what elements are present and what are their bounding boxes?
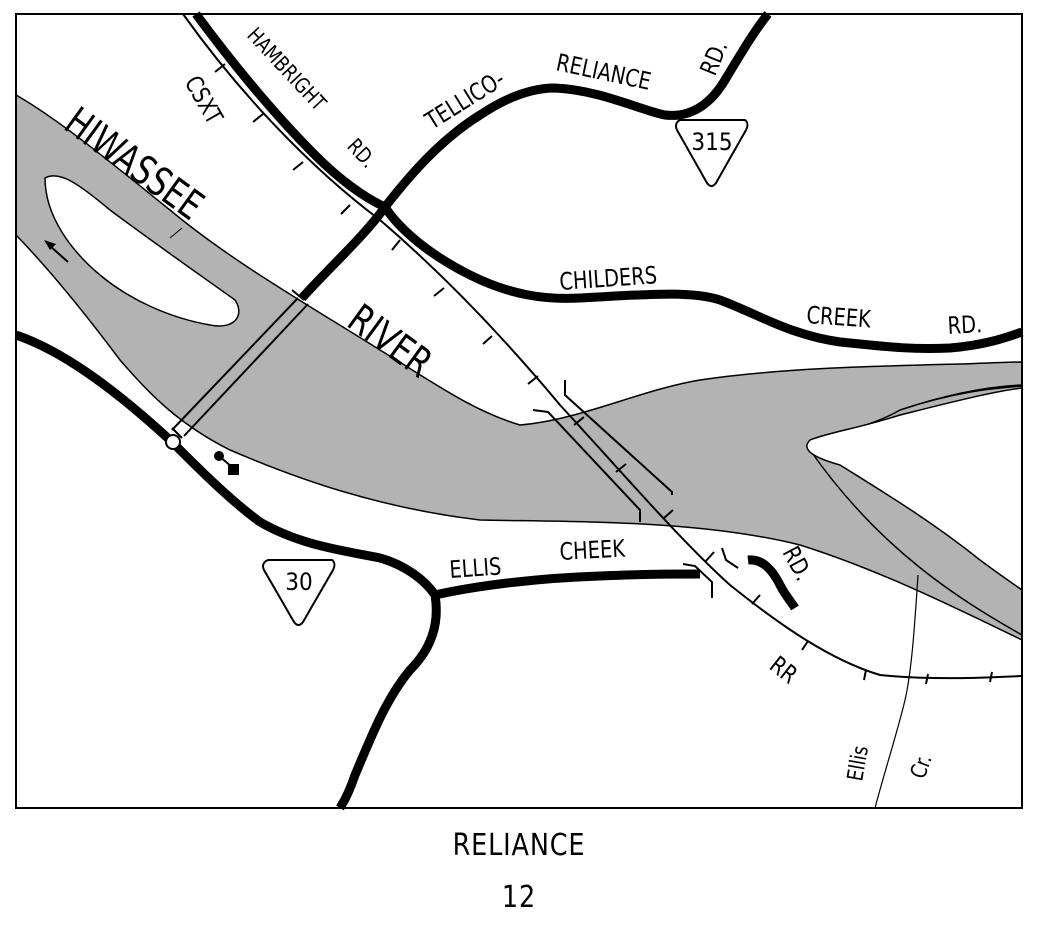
flow-arrow-icon	[44, 240, 69, 263]
river-land-right	[806, 387, 1023, 592]
label-childers-rd: RD.	[947, 311, 983, 340]
river-island	[44, 175, 240, 327]
hiwassee-river	[15, 93, 1023, 642]
railroad-bridge	[532, 380, 673, 522]
label-childers: CHILDERS	[559, 262, 658, 296]
island-gap-line	[169, 227, 183, 239]
label-creek: CREEK	[806, 302, 873, 334]
road-end-ticks	[682, 547, 739, 598]
reliance-marker-icon	[214, 451, 239, 475]
label-ellis-creek: Ellis	[842, 744, 873, 783]
map-number: 12	[501, 880, 537, 915]
ellis-cheek-road-east	[747, 555, 799, 611]
railroad-csxt	[182, 13, 1023, 685]
label-cheek: CHEEK	[559, 536, 626, 567]
tellico-reliance-road	[381, 11, 772, 210]
route-315-label: 315	[691, 128, 732, 156]
childers-creek-road	[381, 204, 1024, 354]
bridge-road-north	[298, 204, 389, 302]
ellis-cheek-road	[434, 569, 701, 600]
route-315-shield: 315	[675, 119, 749, 187]
route-30-shield: 30	[262, 559, 336, 626]
map-caption: RELIANCE	[452, 828, 586, 863]
route-30-label: 30	[285, 568, 312, 596]
ellis-creek	[874, 574, 919, 809]
map-frame	[15, 13, 1023, 809]
label-ellis: ELLIS	[449, 553, 503, 584]
hambright-road	[192, 11, 387, 212]
bridge-end-marker	[165, 434, 181, 450]
highway-bridge	[171, 289, 309, 439]
